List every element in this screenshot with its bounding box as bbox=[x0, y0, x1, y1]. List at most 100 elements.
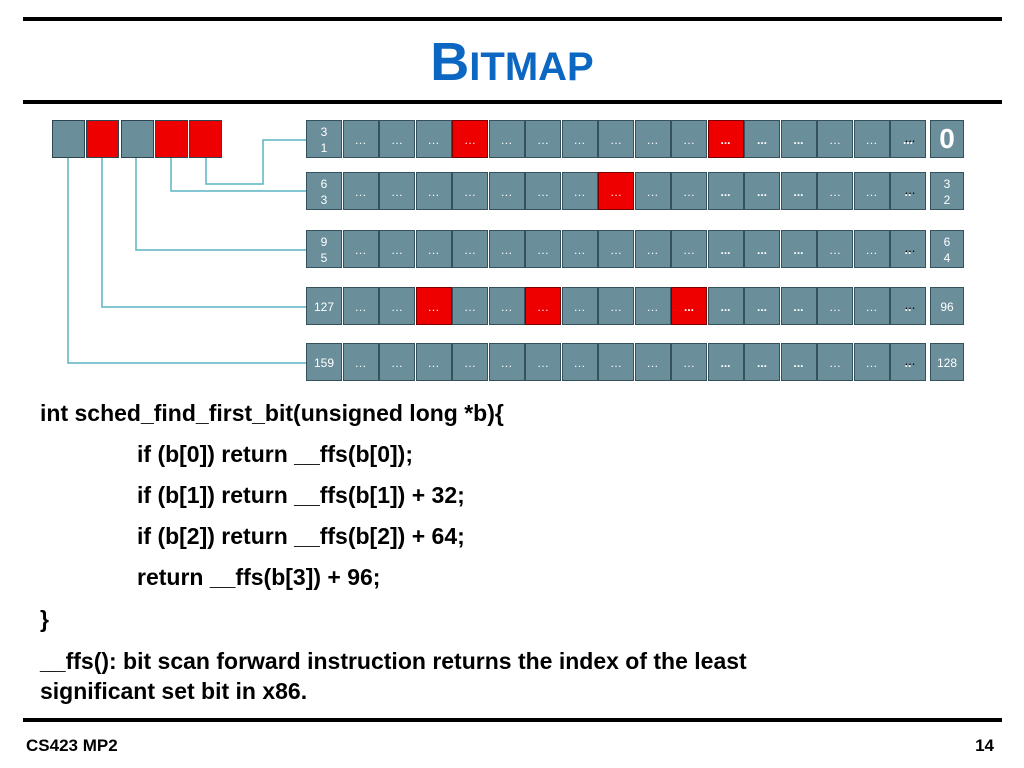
bit-cell: … bbox=[817, 287, 853, 325]
bit-cell-set: … bbox=[415, 287, 452, 325]
bit-cell: ... bbox=[707, 230, 744, 268]
connector-line-2 bbox=[135, 158, 306, 251]
row-continuation-dots: ... bbox=[904, 353, 916, 368]
bit-cell: … bbox=[379, 287, 415, 325]
row-base-index: 96 bbox=[930, 287, 964, 325]
bit-cell: … bbox=[342, 287, 379, 325]
note-line-2: significant set bit in x86. bbox=[40, 678, 308, 704]
bit-cell: … bbox=[379, 230, 415, 268]
row-start-index-part: 127 bbox=[313, 300, 335, 314]
bit-cell: … bbox=[561, 120, 598, 158]
row-start-index: 159 bbox=[306, 343, 342, 381]
bit-cell: ... bbox=[744, 343, 780, 381]
bit-cell: … bbox=[488, 120, 525, 158]
row-start-index-part: 9 bbox=[320, 235, 328, 249]
row-base-index: 0 bbox=[930, 120, 964, 158]
connector-line-3 bbox=[170, 158, 306, 192]
bit-cell: … bbox=[561, 172, 598, 210]
code-line-1: int sched_find_first_bit(unsigned long *… bbox=[40, 400, 504, 426]
row-continuation-dots: ... bbox=[904, 130, 916, 145]
bit-cell: … bbox=[671, 230, 707, 268]
summary-bit bbox=[121, 120, 154, 158]
title-rest: ITMAP bbox=[469, 45, 594, 89]
bit-cell: … bbox=[525, 120, 561, 158]
bit-cell: … bbox=[452, 343, 488, 381]
bit-cell: ... bbox=[707, 287, 744, 325]
bit-cell: … bbox=[415, 230, 452, 268]
bit-cell: … bbox=[452, 172, 488, 210]
bit-cell: … bbox=[853, 343, 890, 381]
bit-cell: … bbox=[342, 230, 379, 268]
row-start-index-part: 6 bbox=[320, 177, 328, 191]
row-base-index: 128 bbox=[930, 343, 964, 381]
bit-cell: ... bbox=[744, 230, 780, 268]
code-line-2: if (b[0]) return __ffs(b[0]); bbox=[137, 441, 413, 467]
bit-cell: … bbox=[561, 230, 598, 268]
row-start-index: 127 bbox=[306, 287, 342, 325]
bit-cell: … bbox=[817, 120, 853, 158]
bit-cell: … bbox=[634, 172, 671, 210]
title-rule bbox=[23, 100, 1002, 104]
summary-bit-set bbox=[189, 120, 222, 158]
bit-cell-set: … bbox=[452, 120, 488, 158]
bit-cell: ... bbox=[744, 287, 780, 325]
bit-cell: .. bbox=[890, 230, 926, 268]
bit-cell: … bbox=[488, 343, 525, 381]
bit-cell: ... bbox=[744, 120, 780, 158]
bit-cell: … bbox=[488, 287, 525, 325]
connector-lines bbox=[67, 139, 306, 364]
code-line-4: if (b[2]) return __ffs(b[2]) + 64; bbox=[137, 523, 465, 549]
bit-cell: … bbox=[415, 343, 452, 381]
bit-cell: … bbox=[561, 287, 598, 325]
bit-cell: … bbox=[379, 172, 415, 210]
row-base-index-part: 3 bbox=[943, 177, 951, 191]
bit-cell: … bbox=[415, 172, 452, 210]
row-start-index-part: 1 bbox=[320, 141, 328, 155]
bit-cell: … bbox=[634, 343, 671, 381]
summary-bit-set bbox=[155, 120, 188, 158]
bit-cell: … bbox=[525, 230, 561, 268]
bit-cell: … bbox=[817, 172, 853, 210]
bit-cell: … bbox=[853, 120, 890, 158]
connector-line-4 bbox=[205, 139, 306, 185]
bit-cell: … bbox=[634, 230, 671, 268]
bit-cell: … bbox=[379, 120, 415, 158]
bit-cell: … bbox=[634, 120, 671, 158]
bit-cell: … bbox=[817, 343, 853, 381]
summary-bit bbox=[52, 120, 85, 158]
row-base-index-part: 6 bbox=[943, 235, 951, 249]
bit-cell-set: … bbox=[598, 172, 634, 210]
title-initial: B bbox=[430, 32, 470, 92]
bit-cell: … bbox=[671, 120, 707, 158]
row-continuation-dots: ... bbox=[904, 182, 916, 197]
row-base-index-part: 2 bbox=[943, 193, 951, 207]
top-rule bbox=[23, 17, 1002, 21]
slide-title: BITMAP bbox=[0, 24, 1024, 105]
bit-cell: … bbox=[415, 120, 452, 158]
code-line-3: if (b[1]) return __ffs(b[1]) + 32; bbox=[137, 482, 465, 508]
code-line-5: return __ffs(b[3]) + 96; bbox=[137, 564, 381, 590]
bit-cell: … bbox=[488, 172, 525, 210]
bit-cell: ... bbox=[780, 230, 817, 268]
summary-bit-set bbox=[86, 120, 119, 158]
connector-line-0 bbox=[67, 158, 306, 364]
bit-cell: … bbox=[634, 287, 671, 325]
bit-cell-set: … bbox=[525, 287, 561, 325]
bit-cell: ... bbox=[780, 343, 817, 381]
bit-cell: … bbox=[342, 343, 379, 381]
bit-cell: ... bbox=[780, 172, 817, 210]
bit-cell: ... bbox=[744, 172, 780, 210]
row-base-index-part: 4 bbox=[943, 251, 951, 265]
bit-cell-set: ... bbox=[671, 287, 707, 325]
bit-cell: … bbox=[598, 230, 634, 268]
bit-cell: ... bbox=[707, 172, 744, 210]
bit-cell: … bbox=[598, 287, 634, 325]
footer-course: CS423 MP2 bbox=[26, 736, 118, 755]
bit-cell: … bbox=[342, 172, 379, 210]
row-start-index-part: 3 bbox=[320, 125, 328, 139]
bit-cell: ... bbox=[780, 120, 817, 158]
bit-cell: … bbox=[817, 230, 853, 268]
bit-cell: … bbox=[379, 343, 415, 381]
